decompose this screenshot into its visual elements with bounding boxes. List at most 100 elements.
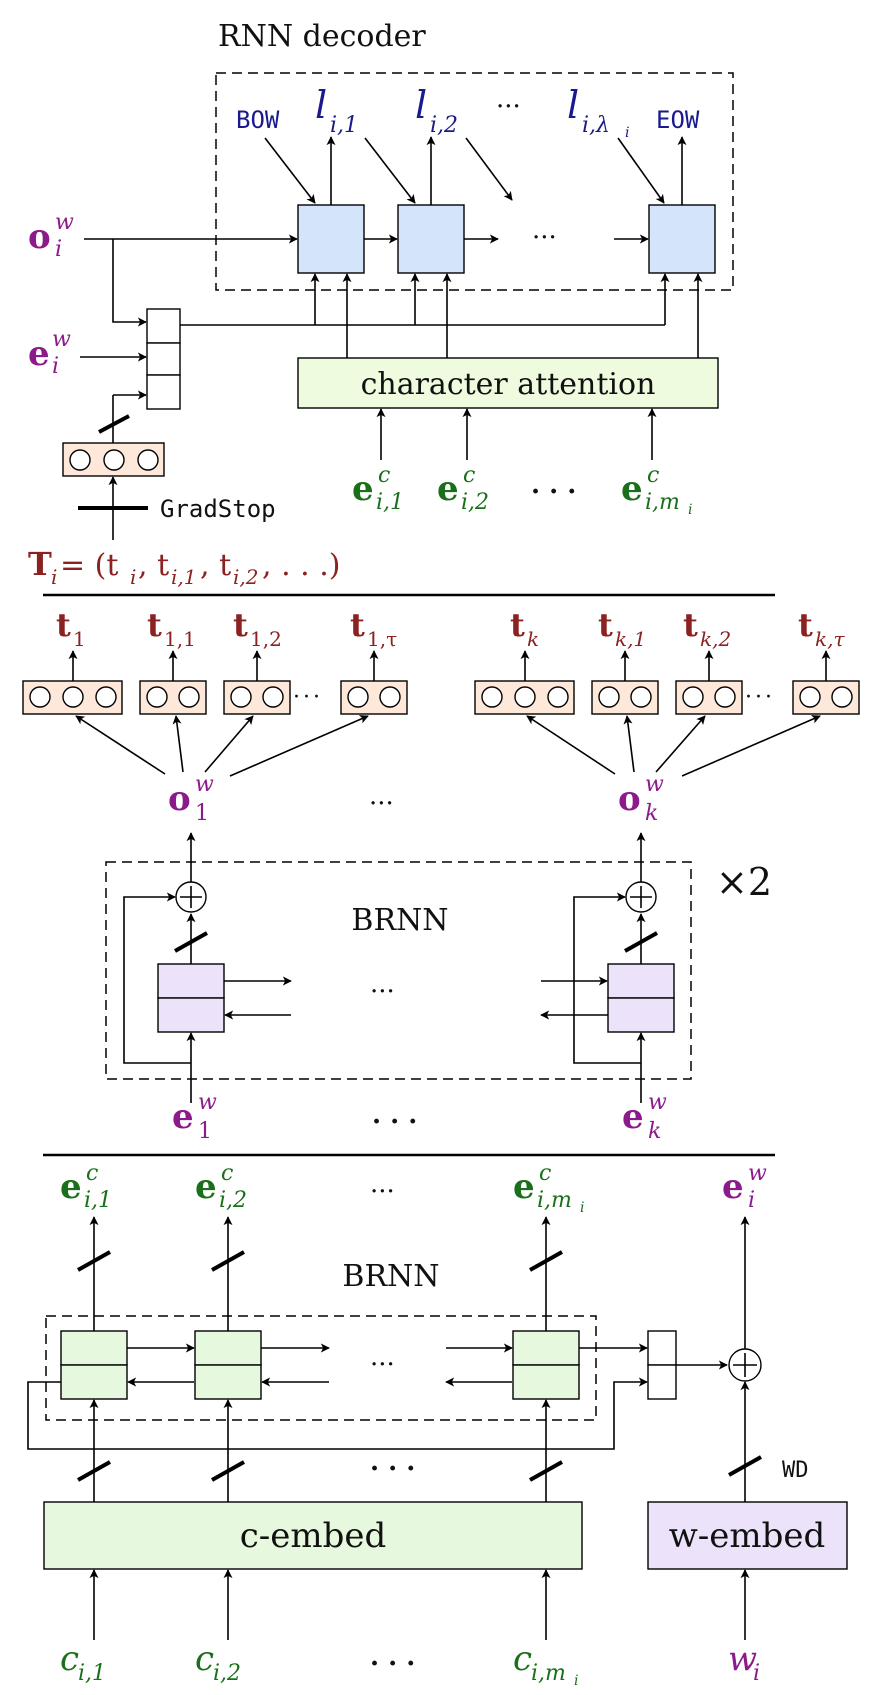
svg-text:t: t <box>683 606 698 644</box>
output-label-l-i2: l i,2 <box>415 83 458 138</box>
vec-circle <box>379 686 401 708</box>
encoder-top-dots: ··· <box>370 1177 395 1207</box>
label-e-i2-c-decoder: e c i,2 <box>437 463 489 515</box>
svg-text:e: e <box>621 469 643 509</box>
word-brnn-dashed-frame <box>105 861 692 1080</box>
svg-text:i: i <box>688 502 692 518</box>
concat-cell-1 <box>146 308 181 344</box>
svg-text:e: e <box>60 1167 82 1207</box>
svg-text:i,2: i,2 <box>219 1188 247 1213</box>
svg-text:i: i <box>55 237 62 262</box>
word-dropout-label: WD <box>782 1458 809 1483</box>
char-brnn-cell-m-top <box>512 1330 580 1366</box>
svg-text:w: w <box>648 1090 667 1115</box>
svg-text:1: 1 <box>195 801 209 826</box>
svg-text:c: c <box>647 463 659 488</box>
decoder-cell-2 <box>397 204 465 274</box>
svg-text:i,1: i,1 <box>376 490 404 515</box>
svg-text:t: t <box>233 606 248 644</box>
residual-right-arrow <box>573 892 641 1064</box>
svg-text:c: c <box>463 463 475 488</box>
svg-text:c: c <box>539 1161 551 1186</box>
char-brnn-label: BRNN <box>342 1259 439 1294</box>
vec-circle <box>481 686 503 708</box>
label-t-1: t 1 <box>56 606 86 651</box>
svg-text:e: e <box>195 1167 217 1207</box>
svg-text:o: o <box>618 779 641 819</box>
character-attention-label: character attention <box>361 367 656 402</box>
svg-text:t: t <box>56 606 71 644</box>
svg-text:w: w <box>195 772 214 797</box>
char-brnn-cell-1-bottom <box>60 1364 128 1400</box>
vec-circle <box>95 686 117 708</box>
vec-circle <box>230 686 252 708</box>
label-e-1-w: e w 1 <box>172 1090 217 1144</box>
vec-dots: · <box>303 685 310 710</box>
o-dots: ··· <box>369 789 394 819</box>
vec-circle <box>514 686 536 708</box>
svg-text:i,2: i,2 <box>233 565 258 589</box>
svg-text:c: c <box>513 1639 532 1679</box>
svg-text:i: i <box>625 125 629 141</box>
residual-left-arrow <box>123 892 191 1064</box>
label-e-i1-c-encoder: e c i,1 <box>60 1161 112 1213</box>
vec-circle <box>799 686 821 708</box>
svg-text:k: k <box>648 1119 661 1144</box>
bwd-to-concat-arrow <box>27 1377 648 1450</box>
slash-mark <box>529 1250 563 1272</box>
svg-text:l: l <box>567 83 579 127</box>
svg-text:e: e <box>28 334 50 374</box>
ok-to-tk-arrow <box>526 715 616 775</box>
c-embed-label: c-embed <box>240 1516 387 1556</box>
output-label-l-i1: l i,1 <box>315 83 358 138</box>
decoder-cell-1 <box>297 204 365 274</box>
svg-text:i,2: i,2 <box>213 1661 241 1686</box>
label-t-ktau: t k,τ <box>798 606 845 651</box>
slash-mark <box>98 414 130 434</box>
svg-text:1,τ: 1,τ <box>367 627 397 651</box>
w-embed-box <box>647 1501 848 1570</box>
char-brnn-cell-1-top <box>60 1330 128 1366</box>
slash-mark <box>728 1455 762 1477</box>
svg-text:i,m: i,m <box>645 490 680 515</box>
decoder-output-dots: ··· <box>496 92 521 122</box>
o-to-concat-arrow <box>112 239 147 327</box>
svg-text:i,λ: i,λ <box>582 113 610 138</box>
label-e-i2-c-encoder: e c i,2 <box>195 1161 247 1213</box>
svg-text:, t: , t <box>200 548 231 583</box>
decoder-mid-dots: ··· <box>532 223 557 253</box>
concat-cell-2 <box>146 342 181 376</box>
decoder-dashed-frame <box>215 72 734 291</box>
tuple-label: T i = (t i , t i,1 , t i,2 , . . .) <box>28 545 340 589</box>
label-e-imi-c-decoder: e c i,m i <box>621 463 692 518</box>
slash-mark <box>77 1460 111 1482</box>
label-c-i1: c i,1 <box>60 1639 106 1686</box>
svg-text:o: o <box>168 779 191 819</box>
char-brnn-dots: ··· <box>370 1350 395 1380</box>
label-w-i: w i <box>728 1639 760 1686</box>
vec-dots: · <box>755 685 762 710</box>
label-t-11: t 1,1 <box>147 606 196 651</box>
vec-dots: · <box>765 685 772 710</box>
label-t-1tau: t 1,τ <box>350 606 397 651</box>
vec-dots: · <box>313 685 320 710</box>
svg-text:i: i <box>753 1661 760 1686</box>
svg-text:i,m: i,m <box>531 1661 566 1686</box>
vec-circle <box>262 686 284 708</box>
svg-text:i,1: i,1 <box>78 1661 106 1686</box>
vec-circle <box>630 686 652 708</box>
lambda-feed-arrow <box>617 137 665 204</box>
label-t-k1: t k,1 <box>598 606 646 651</box>
encoder-low-dots: · · · <box>370 1454 415 1484</box>
svg-text:e: e <box>722 1167 744 1207</box>
svg-text:i: i <box>580 1200 584 1216</box>
final-concat-bottom <box>647 1364 677 1400</box>
vec-dots: · <box>745 685 752 710</box>
svg-text:t: t <box>598 606 613 644</box>
word-brnn-cell-left-bottom <box>157 997 225 1033</box>
label-t-k: t k <box>510 606 539 651</box>
vec-circle <box>831 686 853 708</box>
decoder-cell-n <box>648 204 716 274</box>
svg-text:i: i <box>52 354 59 379</box>
